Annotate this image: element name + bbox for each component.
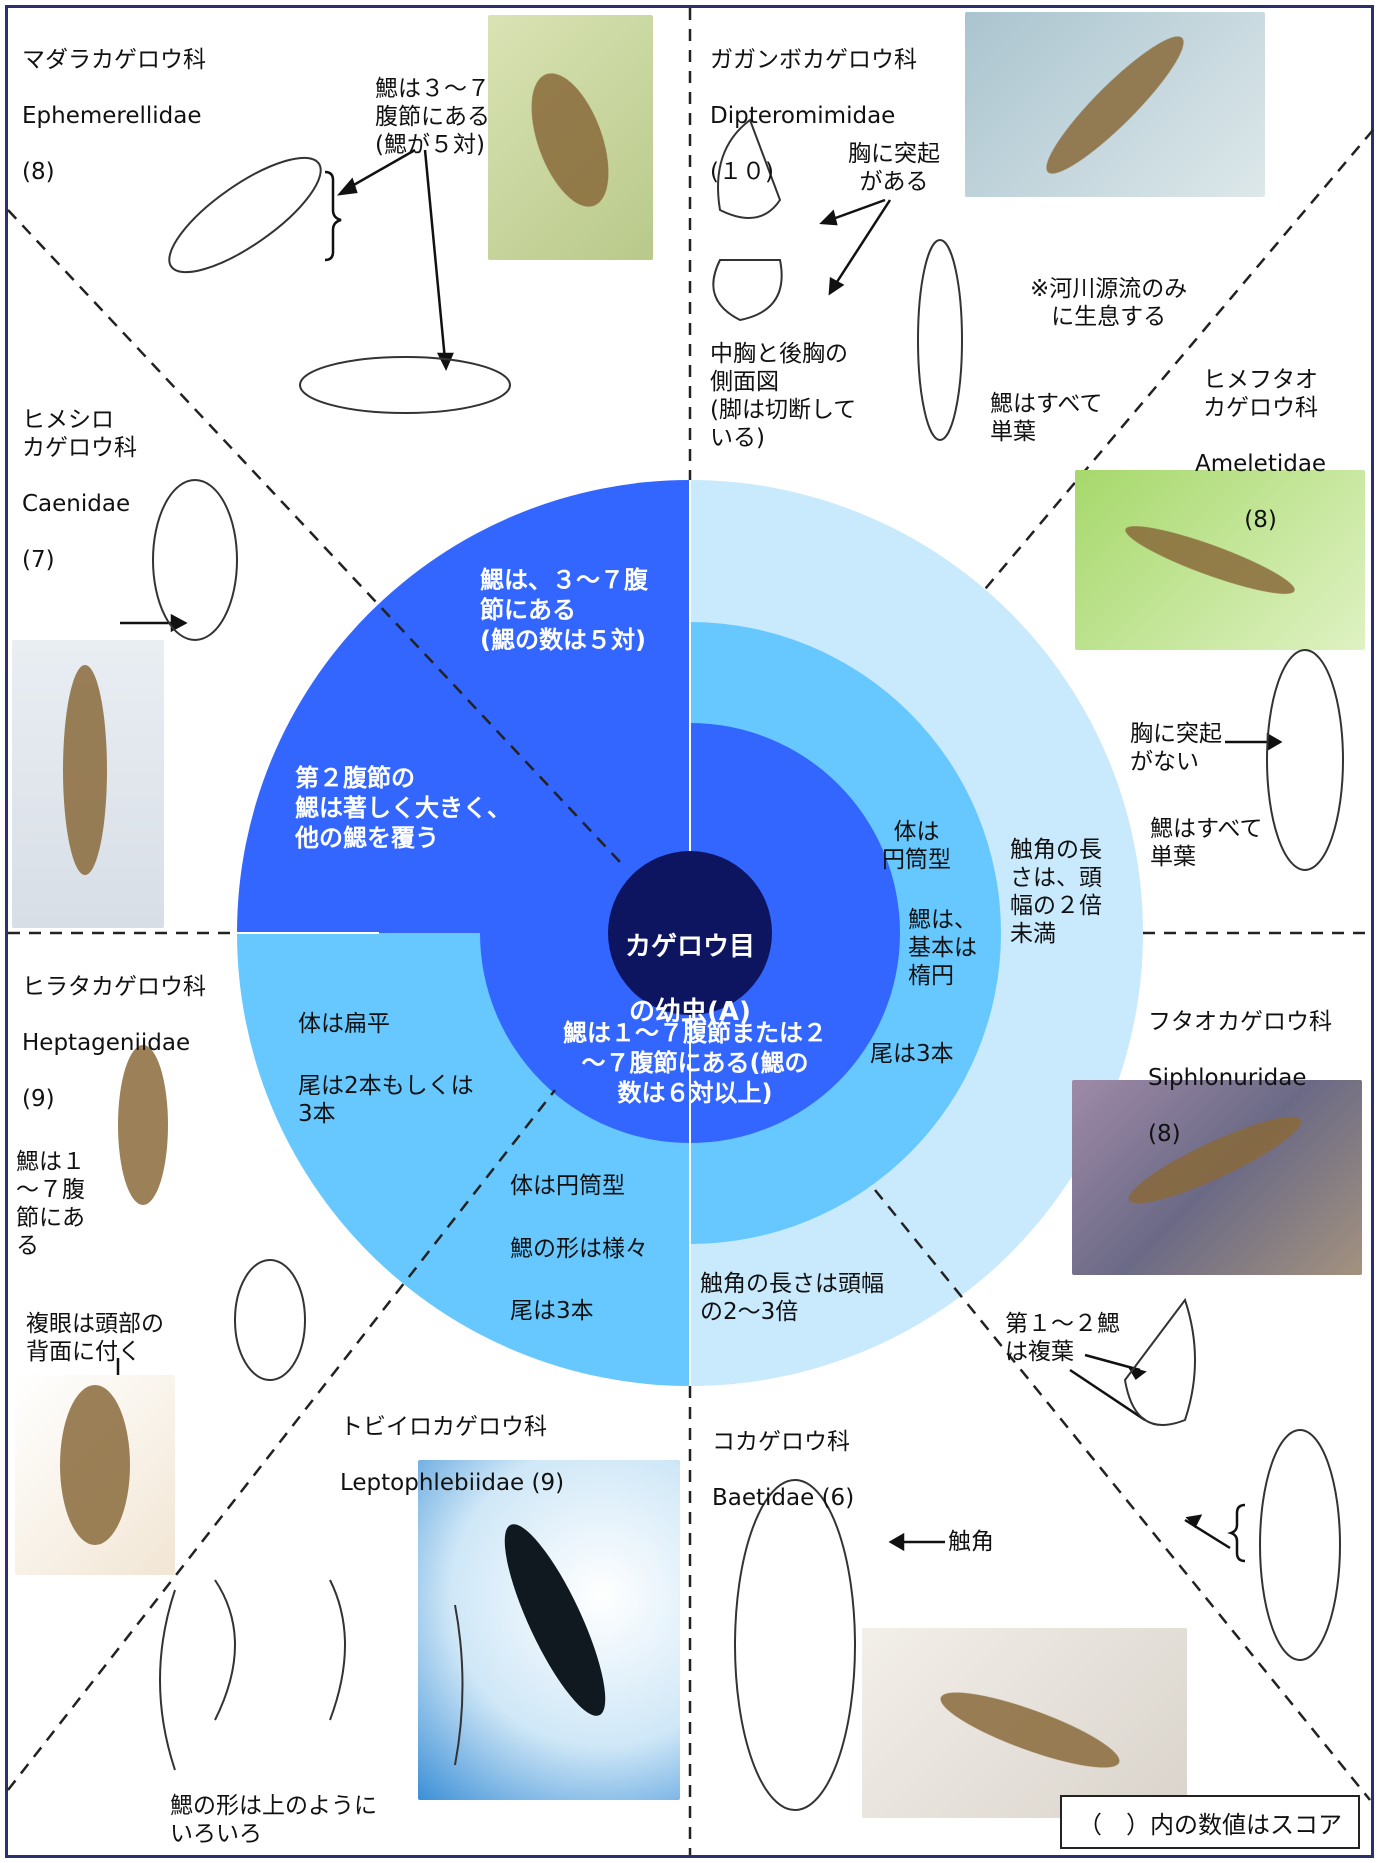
note-dipt-gills-single: 鰓はすべて 単葉 [990, 391, 1103, 446]
note-headwater-only: ※河川源流のみ に生息する [1030, 276, 1188, 331]
mid-bottom-tails: 尾は3本 [510, 1298, 594, 1324]
outer-bottom-text: 触角の長さは頭幅 の2～3倍 [700, 1271, 884, 1326]
dark-upper-right-text: 鰓は、３～７腹 節にある (鰓の数は５対) [480, 566, 648, 654]
family-ameletidae: ヒメフタオ カゲロウ科 Ameletidae (8) [1195, 367, 1327, 534]
note-antenna: 触角 [948, 1529, 994, 1555]
mid-right-tails: 尾は3本 [870, 1041, 954, 1067]
mid-right-gills: 鰓は、 基本は 楕円 [908, 907, 977, 990]
mid-bottom-body: 体は円筒型 [510, 1173, 625, 1199]
family-baetidae: コカゲロウ科 Baetidae (6) [712, 1429, 855, 1512]
family-dipteromimidae: ガガンボカゲロウ科 Dipteromimidae (１０) [710, 47, 917, 186]
center-label: カゲロウ目 の幼虫(A) [600, 898, 780, 1028]
note-thorax-projection: 胸に突起 がある [848, 141, 940, 196]
note-ephem-gills: 鰓は３～７ 腹節にある (鰓が５対) [375, 76, 490, 159]
note-compound-eye: 複眼は頭部の 背面に付く [26, 1311, 164, 1366]
outer-right-text: 触角の長 さは、頭 幅の２倍 未満 [1010, 837, 1102, 948]
note-lepto-gill-shapes: 鰓の形は上のように いろいろ [170, 1793, 377, 1848]
inner-lower-text: 鰓は１～７腹節または２ ～７腹節にある(鰓の 数は６対以上) [563, 1019, 827, 1107]
family-siphlonuridae: フタオカゲロウ科 Siphlonuridae (8) [1148, 1009, 1332, 1148]
center-label-line1: カゲロウ目 [624, 931, 755, 962]
page-frame [5, 5, 1374, 1858]
mid-bottom-gills: 鰓の形は様々 [510, 1236, 648, 1262]
note-amel-gills-single: 鰓はすべて 単葉 [1150, 816, 1263, 871]
family-ephemerellidae: マダラカゲロウ科 Ephemerellidae (8) [22, 47, 206, 186]
score-legend: （ ）内の数値はスコア [1060, 1795, 1360, 1849]
mid-left-body: 体は扁平 [298, 1011, 390, 1037]
note-thorax-side-view: 中胸と後胸の 側面図 (脚は切断して いる) [710, 341, 857, 452]
family-caenidae: ヒメシロ カゲロウ科 Caenidae (7) [22, 407, 137, 574]
mid-left-tails: 尾は2本もしくは 3本 [298, 1073, 474, 1128]
mid-right-body: 体は 円筒型 [882, 819, 951, 874]
note-hept-gills: 鰓は１ ～７腹 節にあ る [16, 1149, 85, 1260]
family-heptageniidae: ヒラタカゲロウ科 Heptageniidae (9) [22, 974, 206, 1113]
family-leptophlebiidae: トビイロカゲロウ科 Leptophlebiidae (9) [340, 1414, 565, 1497]
note-no-thorax-projection: 胸に突起 がない [1130, 721, 1222, 776]
dark-upper-left-text: 第２腹節の 鰓は著しく大きく、 他の鰓を覆う [295, 764, 511, 852]
note-siph-gills-double: 第１～２鰓 は複葉 [1005, 1311, 1120, 1366]
center-label-line2: の幼虫(A) [629, 996, 751, 1027]
center-circle [608, 851, 772, 1015]
